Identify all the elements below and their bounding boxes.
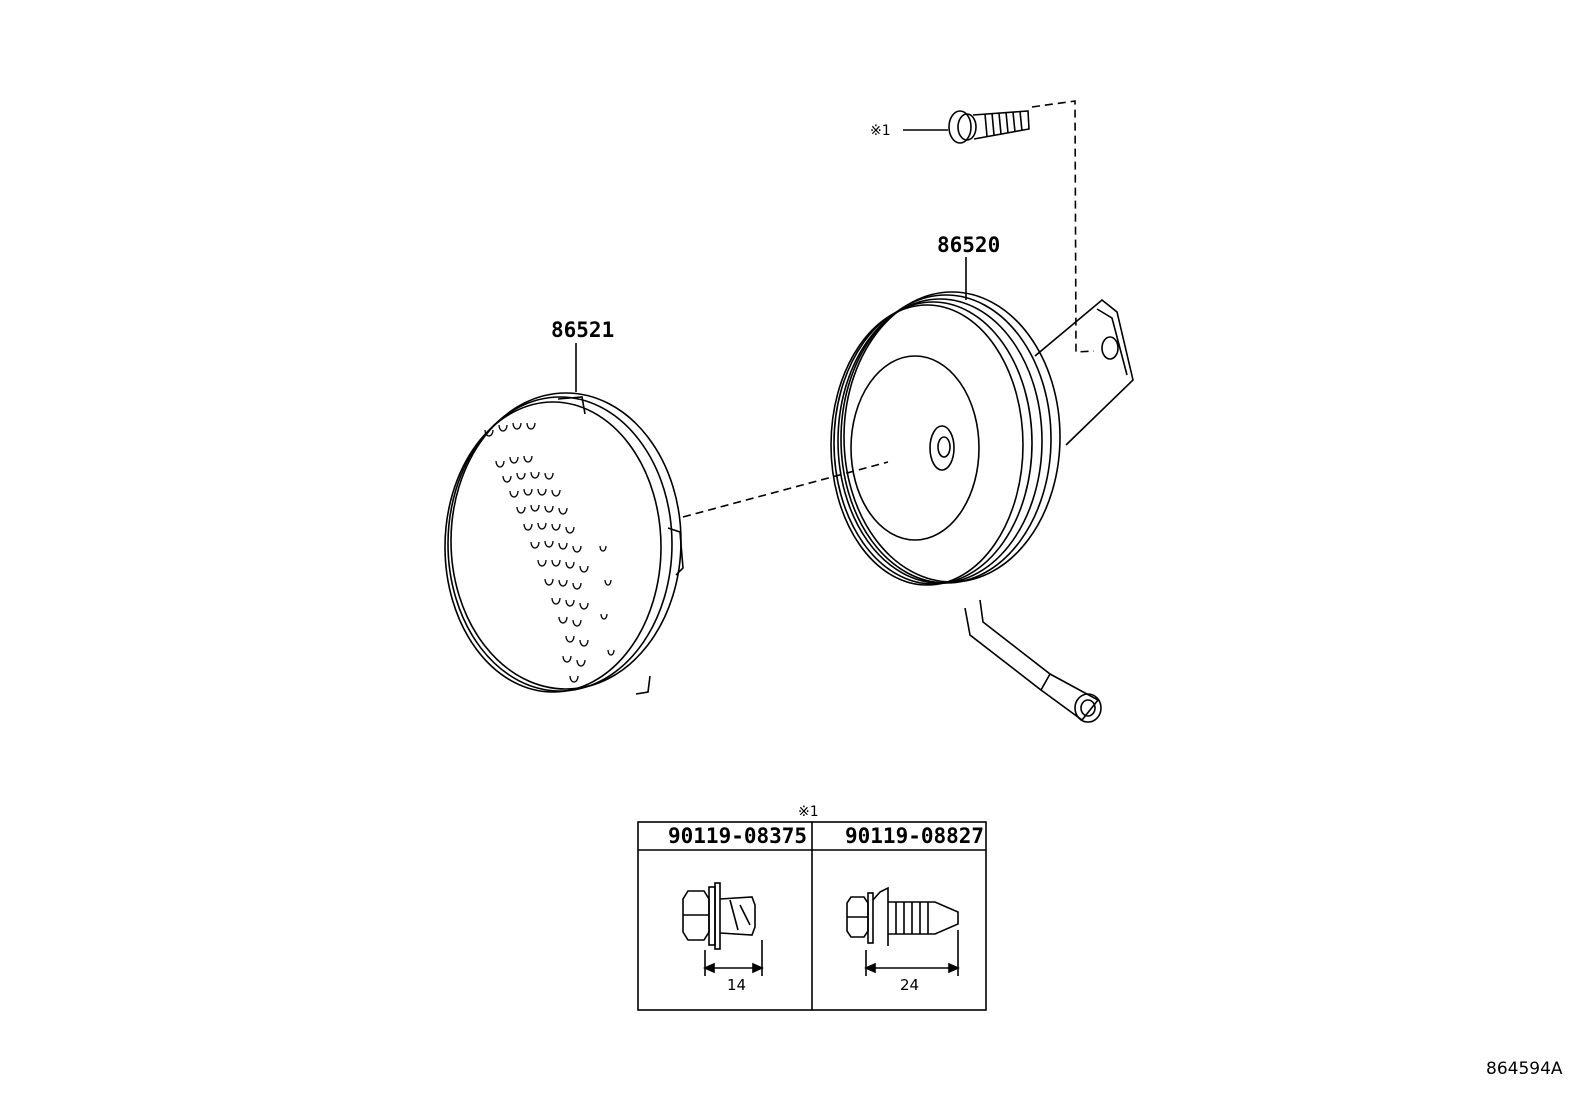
- table-col1-part-number: 90119-08375: [668, 824, 807, 848]
- bolt-dashed-guide: [1031, 100, 1095, 353]
- table-header-mark: ※1: [798, 804, 819, 820]
- note-mark-label: ※1: [870, 123, 891, 139]
- bolt-drawing: [948, 110, 1030, 144]
- fastener-table: [637, 821, 987, 1011]
- horn-part-number: 86520: [937, 233, 1000, 257]
- horn-cover-part-number: 86521: [551, 318, 614, 342]
- table-col1-dimension: 14: [727, 976, 746, 994]
- cover-dashed-guide: [682, 461, 889, 518]
- bolt-90119-08827-drawing: [846, 886, 960, 976]
- horn-drawing: [830, 291, 1134, 723]
- figure-id: 864594A: [1486, 1059, 1563, 1079]
- table-col2-dimension: 24: [900, 976, 919, 994]
- table-col2-part-number: 90119-08827: [845, 824, 984, 848]
- horn-cover-drawing: [444, 392, 684, 695]
- bolt-90119-08375-drawing: [682, 882, 764, 976]
